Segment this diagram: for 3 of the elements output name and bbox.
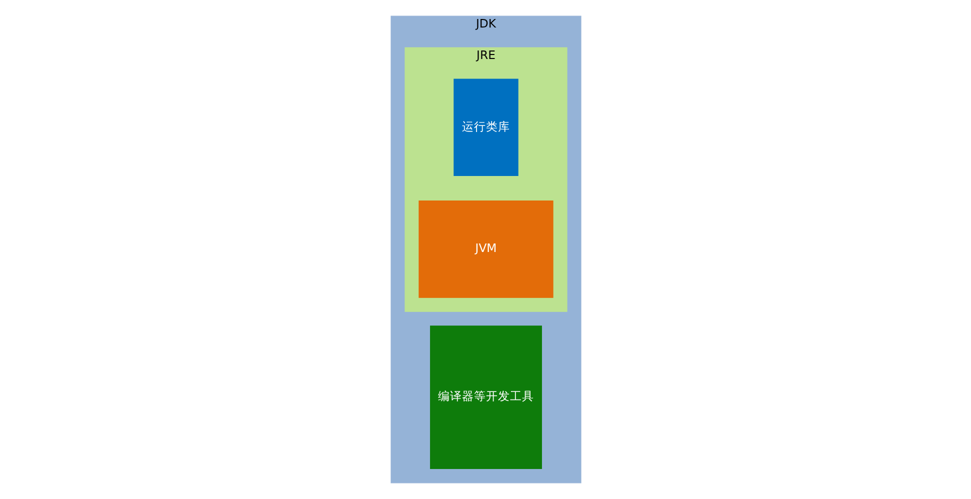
node-box: 运行类库 (453, 78, 518, 176)
node-box: 编译器等开发工具 (430, 326, 542, 469)
node-box: JVM (418, 200, 553, 298)
